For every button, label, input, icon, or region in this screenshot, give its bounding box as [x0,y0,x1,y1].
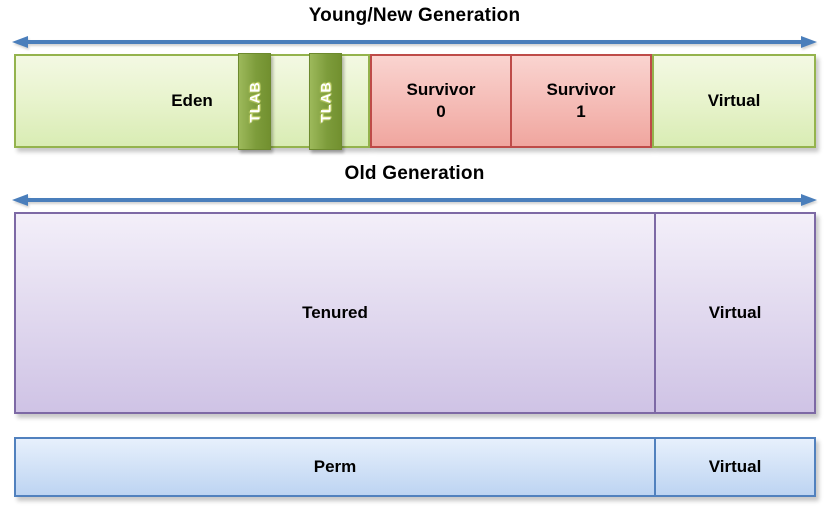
old-virtual-label: Virtual [708,303,762,322]
tlab1-box: TLAB [238,53,271,150]
old-generation-box: Tenured Virtual [14,212,816,414]
old-virtual-box: Virtual [654,214,814,412]
perm-label: Perm [313,457,357,476]
survivor1-box: Survivor 1 [510,56,650,146]
arrow-right-head-icon [801,194,817,206]
old-generation-title: Old Generation [344,163,485,184]
tlab2-label: TLAB [317,80,334,123]
arrow-left-head-icon [12,36,28,48]
old-generation-span-arrow [12,194,817,206]
tlab1-label: TLAB [246,80,263,123]
young-virtual-box: Virtual [652,54,816,148]
survivor0-label: Survivor 0 [407,79,476,123]
perm-virtual-box: Virtual [654,439,814,495]
survivor-spaces-box: Survivor 0 Survivor 1 [370,54,652,148]
survivor0-label-line2: 0 [436,102,446,121]
survivor1-label: Survivor 1 [547,79,616,123]
survivor0-box: Survivor 0 [372,56,510,146]
eden-label: Eden [171,91,213,110]
tlab2-box: TLAB [309,53,342,150]
survivor1-label-line1: Survivor [546,80,616,99]
arrow-left-head-icon [12,194,28,206]
perm-generation-box: Perm Virtual [14,437,816,497]
survivor1-label-line2: 1 [576,102,586,121]
perm-box: Perm [16,439,654,495]
arrow-right-head-icon [801,36,817,48]
tenured-box: Tenured [16,214,654,412]
survivor0-label-line1: Survivor [406,80,476,99]
young-generation-title: Young/New Generation [308,5,521,26]
young-virtual-label: Virtual [707,91,761,110]
young-generation-span-arrow [12,36,817,48]
perm-virtual-label: Virtual [708,457,762,476]
tenured-label: Tenured [302,303,368,322]
